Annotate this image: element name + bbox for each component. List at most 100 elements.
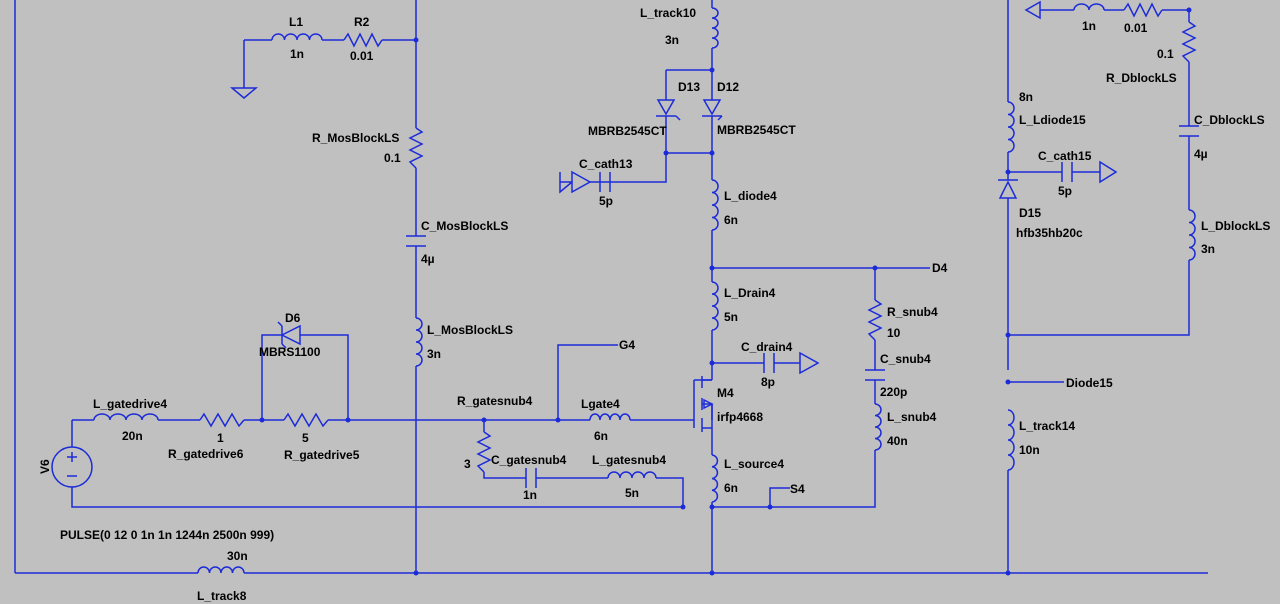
- labels: L1 1n R2 0.01 R_MosBlockLS 0.1 C_MosBloc…: [38, 6, 1270, 603]
- label-L_gatesnub4-name: L_gatesnub4: [592, 453, 666, 467]
- resistor-R_MosBlockLS: [408, 127, 424, 169]
- label-L_track14-name: L_track14: [1019, 419, 1075, 433]
- inductor-L_Drain4: [711, 281, 719, 331]
- label-D15-value: hfb35hb20c: [1016, 226, 1083, 240]
- inductor-Lgate4: [589, 413, 631, 421]
- label-L_track8-name: L_track8: [197, 589, 247, 603]
- mosfet-M4: [693, 376, 714, 432]
- label-M4-value: irfp4668: [717, 410, 763, 424]
- inductor-L_top_right: [1073, 3, 1105, 11]
- label-L_DblockLS-name: L_DblockLS: [1201, 219, 1270, 233]
- capacitor-C_MosBlockLS: [406, 235, 426, 247]
- inductor-L_snub4: [874, 403, 882, 451]
- label-L_MosBlockLS-name: L_MosBlockLS: [427, 323, 513, 337]
- label-L1-name: L1: [289, 15, 303, 29]
- label-C_MosBlockLS-value: 4µ: [421, 252, 435, 266]
- label-C_gatesnub4-name: C_gatesnub4: [491, 453, 567, 467]
- label-L_Ldiode15-name: L_Ldiode15: [1019, 113, 1086, 127]
- label-D13-value: MBRB2545CT: [588, 124, 667, 138]
- label-Lgate4-name: Lgate4: [581, 397, 620, 411]
- label-C_cath13-value: 5p: [599, 194, 613, 208]
- label-L_diode4-value: 6n: [724, 213, 738, 227]
- inductor-L_source4: [711, 454, 719, 503]
- label-R2-value: 0.01: [350, 49, 374, 63]
- label-C_drain4-name: C_drain4: [741, 340, 793, 354]
- inductor-L_track8: [197, 566, 245, 574]
- label-L_snub4-name: L_snub4: [887, 410, 937, 424]
- label-D6-name: D6: [285, 311, 301, 325]
- label-C_DblockLS-name: C_DblockLS: [1194, 113, 1265, 127]
- label-R_gatedrive5-name: R_gatedrive5: [284, 448, 360, 462]
- resistor-R_gatedrive5: [283, 412, 329, 428]
- label-Lgate4-value: 6n: [594, 429, 608, 443]
- capacitor-C_cath15: [1061, 162, 1073, 182]
- inductor-L_diode4: [711, 179, 719, 231]
- resistor-R_gatesnub4: [476, 431, 492, 473]
- terminal-arrow-icon: [559, 170, 591, 194]
- label-L_gatedrive4-name: L_gatedrive4: [93, 397, 167, 411]
- resistor-R_DblockLS: [1181, 21, 1197, 63]
- label-C_MosBlockLS-name: C_MosBlockLS: [421, 219, 508, 233]
- label-C_DblockLS-value: 4µ: [1194, 147, 1208, 161]
- label-L_Drain4-value: 5n: [724, 310, 738, 324]
- label-L_gatesnub4-value: 5n: [625, 486, 639, 500]
- capacitor-C_snub4: [865, 369, 885, 381]
- diode-D15: [998, 179, 1018, 199]
- label-R2-name: R2: [354, 15, 370, 29]
- label-L_track10-name: L_track10: [640, 6, 696, 20]
- junction-dots: [259, 7, 1192, 576]
- label-L_top_right-value: 1n: [1082, 19, 1096, 33]
- capacitor-C_gatesnub4: [525, 468, 537, 488]
- inductor-L1: [271, 33, 323, 41]
- inductor-L_Ldiode15: [1007, 101, 1015, 153]
- label-R_gatesnub4-value: 3: [464, 457, 471, 471]
- capacitor-C_DblockLS: [1179, 125, 1199, 137]
- inductor-L_gatedrive4: [93, 413, 159, 421]
- label-R_gatesnub4-name: R_gatesnub4: [457, 394, 533, 408]
- label-R_gatedrive5-value: 5: [302, 431, 309, 445]
- resistor-R_top_right: [1123, 2, 1163, 18]
- terminal-arrow-icon: [1099, 160, 1118, 184]
- label-V6-name: V6: [38, 459, 52, 474]
- capacitor-C_drain4: [763, 353, 775, 373]
- inductor-L_MosBlockLS: [415, 317, 423, 367]
- label-net-Diode15: Diode15: [1066, 376, 1113, 390]
- label-R_MosBlockLS-value: 0.1: [384, 151, 401, 165]
- resistor-R_gatedrive6: [199, 412, 245, 428]
- terminal-arrow-icon: [799, 351, 820, 375]
- inductor-L_track10: [711, 7, 719, 49]
- label-net-S4: S4: [790, 482, 805, 496]
- label-R_DblockLS-name: R_DblockLS: [1106, 71, 1177, 85]
- label-L_track8-value: 30n: [227, 549, 248, 563]
- label-C_drain4-value: 8p: [761, 375, 775, 389]
- label-C_gatesnub4-value: 1n: [523, 488, 537, 502]
- label-D13-name: D13: [678, 80, 700, 94]
- inductor-L_gatesnub4: [607, 471, 657, 479]
- label-net-G4: G4: [619, 338, 635, 352]
- inductor-L_track14: [1007, 409, 1015, 471]
- label-L1-value: 1n: [290, 47, 304, 61]
- label-L_snub4-value: 40n: [887, 434, 908, 448]
- label-net-D4: D4: [932, 261, 948, 275]
- diode-D12: [702, 99, 723, 121]
- label-C_cath13-name: C_cath13: [579, 157, 633, 171]
- inductor-L_DblockLS: [1188, 209, 1196, 261]
- label-L_source4-name: L_source4: [724, 457, 784, 471]
- label-L_diode4-name: L_diode4: [724, 189, 777, 203]
- label-R_top_right-value: 0.01: [1124, 21, 1148, 35]
- label-R_gatedrive6-value: 1: [217, 431, 224, 445]
- label-L_gatedrive4-value: 20n: [122, 429, 143, 443]
- label-C_snub4-name: C_snub4: [880, 352, 931, 366]
- capacitor-C_cath13: [590, 172, 611, 192]
- label-R_snub4-value: 10: [887, 326, 901, 340]
- label-C_cath15-value: 5p: [1058, 184, 1072, 198]
- diode-D13: [656, 99, 681, 121]
- label-C_snub4-value: 220p: [880, 385, 907, 399]
- label-R_MosBlockLS-name: R_MosBlockLS: [312, 131, 399, 145]
- resistor-R_snub4: [867, 299, 883, 341]
- label-D15-name: D15: [1019, 206, 1041, 220]
- wires: [14, 0, 1208, 574]
- resistor-R2: [343, 32, 383, 48]
- label-D12-name: D12: [717, 80, 739, 94]
